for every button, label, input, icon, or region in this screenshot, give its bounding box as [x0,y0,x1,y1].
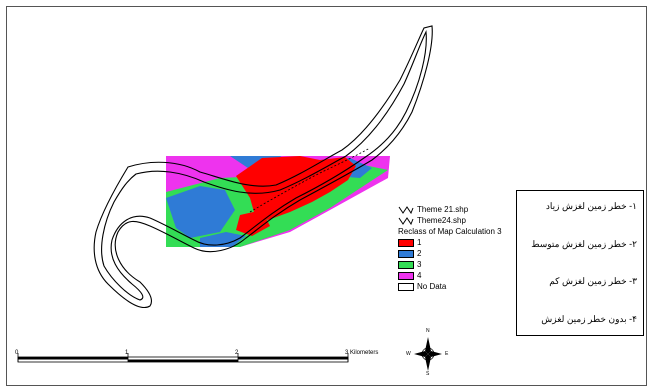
line-symbol-icon [398,217,414,225]
north-arrow: N S W E [406,328,449,382]
map-legend: Theme 21.shp Theme24.shp Reclass of Map … [398,204,502,292]
swatch-no-data [398,282,414,291]
north-label-s: S [426,371,430,377]
legend-class-2-label: 2 [417,248,422,258]
legend-theme24-label: Theme24.shp [417,215,466,225]
legend-class-3: 3 [398,259,502,270]
theme24-outline [101,30,427,301]
scale-label-2: 2 [235,350,239,356]
swatch-class-3 [398,260,414,269]
raster-class-1-b [236,210,270,236]
north-label-w: W [406,351,411,357]
legend-theme21: Theme 21.shp [398,204,502,215]
scale-label-3: 3 Kilometers [345,350,379,356]
swatch-class-2 [398,249,414,258]
class-desc-4: ۴- بدون خطر زمین لغزش [541,313,637,324]
raster-class-1-a [236,156,356,220]
legend-no-data: No Data [398,281,502,292]
swatch-class-1 [398,238,414,247]
raster-class-2-d [200,232,246,247]
legend-theme24: Theme24.shp [398,215,502,226]
legend-no-data-label: No Data [417,281,447,291]
legend-theme21-label: Theme 21.shp [417,204,469,214]
classes-description-box: ۱- خطر زمین لغزش زیاد ۲- خطر زمین لغزش م… [516,190,644,336]
legend-class-1-label: 1 [417,237,422,247]
legend-raster-title-label: Reclass of Map Calculation 3 [398,226,502,236]
legend-class-4-label: 4 [417,270,422,280]
class-desc-2: ۲- خطر زمین لغزش متوسط [531,238,637,249]
road-line [249,147,371,213]
north-label-n: N [426,328,430,334]
class-desc-1: ۱- خطر زمین لغزش زیاد [545,201,637,211]
swatch-class-4 [398,271,414,280]
legend-raster-title: Reclass of Map Calculation 3 [398,226,502,237]
line-symbol-icon [398,206,414,214]
legend-class-4: 4 [398,270,502,281]
scale-label-0: 0 [15,350,19,356]
theme21-outline [93,25,433,308]
map-frame [6,6,647,386]
legend-class-3-label: 3 [417,259,422,269]
scale-bar [17,353,349,363]
north-label-e: E [445,351,449,357]
raster-class-2-a [166,186,235,238]
scale-label-1: 1 [125,350,129,356]
legend-class-2: 2 [398,248,502,259]
legend-class-1: 1 [398,237,502,248]
class-desc-3: ۳- خطر زمین لغزش کم [549,276,637,287]
